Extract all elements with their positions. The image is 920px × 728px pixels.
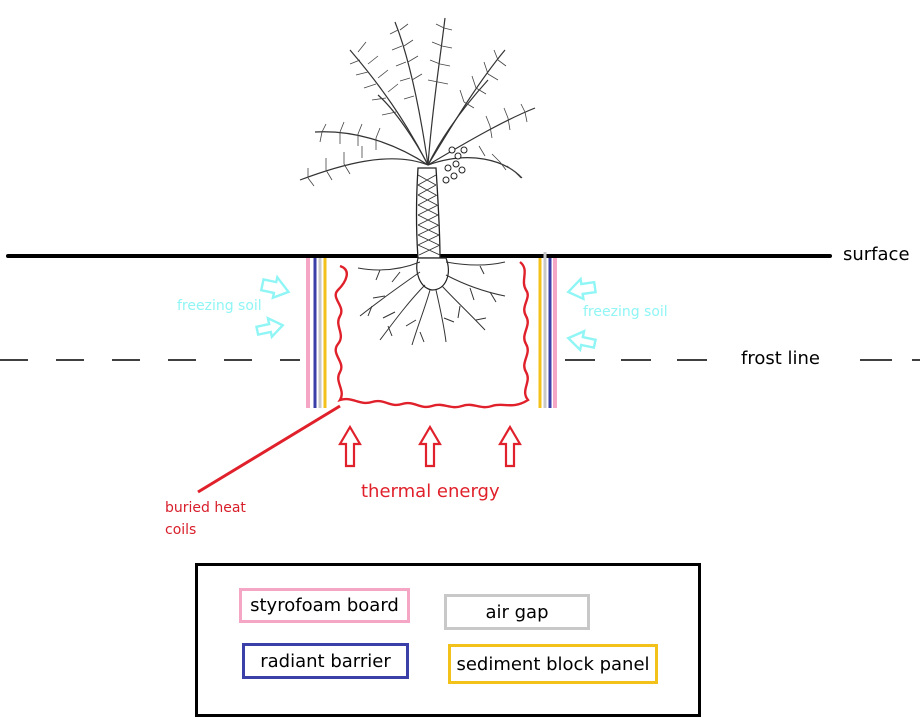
legend-item-air-gap: air gap — [444, 594, 590, 630]
frost-line-label: frost line — [741, 348, 820, 369]
buried-heat-coils — [334, 261, 530, 409]
arrow-left-icon — [566, 329, 597, 353]
legend-label: air gap — [485, 601, 549, 623]
legend: styrofoam board air gap radiant barrier … — [195, 563, 701, 717]
legend-label: sediment block panel — [456, 653, 650, 675]
arrow-right-icon — [255, 316, 285, 340]
heat-coils-leader-line — [197, 404, 341, 494]
arrow-right-icon — [259, 274, 291, 300]
thermal-energy-label: thermal energy — [361, 481, 500, 502]
legend-label: styrofoam board — [250, 595, 399, 616]
legend-item-radiant-barrier: radiant barrier — [242, 643, 409, 679]
surface-label: surface — [843, 244, 910, 265]
freezing-soil-label-left: freezing soil — [177, 298, 262, 314]
legend-label: radiant barrier — [260, 650, 391, 672]
legend-item-sediment-block-panel: sediment block panel — [448, 644, 658, 684]
arrow-up-icon — [498, 424, 522, 468]
arrow-up-icon — [418, 424, 442, 468]
right-insulation-wall — [538, 252, 557, 408]
arrow-left-icon — [566, 276, 597, 301]
left-insulation-wall — [306, 258, 327, 408]
freezing-soil-label-right: freezing soil — [583, 304, 668, 320]
legend-item-styrofoam-board: styrofoam board — [239, 588, 410, 623]
arrow-up-icon — [338, 424, 362, 468]
palm-tree-icon — [299, 17, 536, 346]
buried-heat-coils-label: buried heat coils — [165, 500, 246, 538]
